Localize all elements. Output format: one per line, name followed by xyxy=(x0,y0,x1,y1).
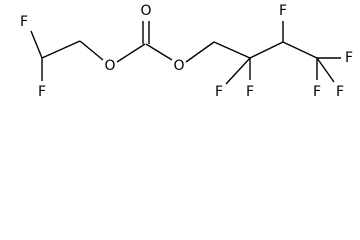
atom-f4: F xyxy=(215,84,223,100)
bond-c2-o1 xyxy=(79,40,104,61)
bond-o3-c4 xyxy=(185,41,215,63)
bond-c5-f4 xyxy=(225,57,251,85)
bond-c1-c2 xyxy=(41,40,81,59)
atom-f7: F xyxy=(336,84,344,100)
atom-f6: F xyxy=(345,50,353,66)
atom-label-layer: F F O O O F F F F F F xyxy=(20,3,353,100)
bond-o1-c3 xyxy=(116,43,146,63)
atom-o1: O xyxy=(104,58,115,74)
atom-f1: F xyxy=(20,14,28,30)
atom-f8: F xyxy=(313,84,321,100)
bond-c6-c7 xyxy=(282,41,318,59)
atom-f5: F xyxy=(279,3,287,19)
atom-f2: F xyxy=(38,84,46,100)
bond-c1-f1 xyxy=(30,30,43,59)
atom-o3: O xyxy=(173,58,184,74)
bond-c4-c5 xyxy=(213,41,251,59)
bond-c3-o3 xyxy=(145,43,173,61)
atom-o2: O xyxy=(140,3,151,19)
bond-c7-f7 xyxy=(316,57,335,83)
chemical-structure: F F O O O F F F F F F xyxy=(20,3,353,100)
atom-f3: F xyxy=(246,84,254,100)
bond-layer xyxy=(30,21,341,85)
bond-c5-c6 xyxy=(249,41,284,59)
